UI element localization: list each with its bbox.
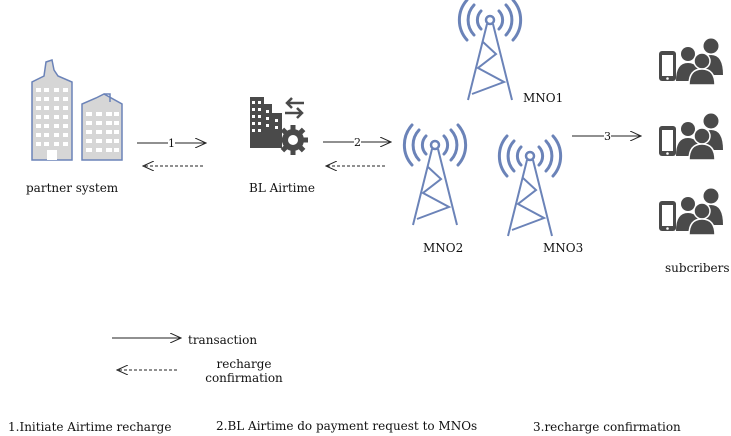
legend-confirmation-line1: recharge xyxy=(216,357,272,371)
bl-airtime-label: BL Airtime xyxy=(249,181,315,195)
mno1-label: MNO1 xyxy=(523,91,564,105)
bl-airtime-icon xyxy=(250,97,308,155)
partner-system-icon xyxy=(31,59,123,161)
footer-step2: 2.BL Airtime do payment request to MNOs xyxy=(216,419,478,433)
subscribers-label: subcribers xyxy=(665,261,730,275)
legend-confirmation-label: recharge confirmation xyxy=(204,357,284,385)
mno2-label: MNO2 xyxy=(423,241,464,255)
legend-confirmation-line2: confirmation xyxy=(205,371,283,385)
subscriber-group-icon xyxy=(658,37,724,86)
partner-system-label: partner system xyxy=(26,181,119,195)
footer-step3: 3.recharge confirmation xyxy=(533,420,681,434)
subscriber-group-icon xyxy=(658,112,724,161)
subscriber-group-icon xyxy=(658,187,724,236)
mno2-tower-icon xyxy=(402,123,468,227)
mno1-tower-icon xyxy=(457,0,523,102)
step3-number: 3 xyxy=(604,130,611,144)
step2-number: 2 xyxy=(354,136,361,150)
footer-step1: 1.Initiate Airtime recharge xyxy=(8,420,172,434)
legend-transaction-label: transaction xyxy=(188,333,258,347)
step1-number: 1 xyxy=(168,137,175,151)
mno3-tower-icon xyxy=(497,134,563,238)
mno3-label: MNO3 xyxy=(543,241,584,255)
